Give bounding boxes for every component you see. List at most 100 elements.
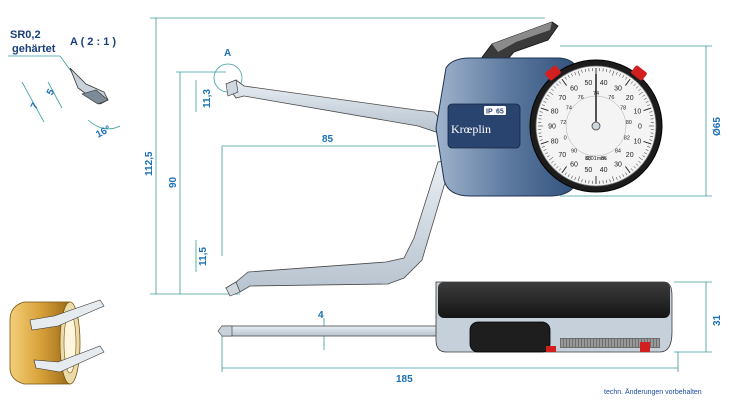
dial-tick bbox=[539, 139, 543, 141]
dial-tick bbox=[584, 179, 586, 184]
footer-note: techn. Änderungen vorbehalten bbox=[604, 388, 702, 396]
dial-tick bbox=[574, 177, 576, 181]
tip-base bbox=[81, 89, 109, 105]
dial-tick bbox=[622, 174, 625, 177]
dial-tick bbox=[649, 139, 653, 141]
dial-inner-label: 76 bbox=[578, 95, 584, 101]
dial-inner-label: 0 bbox=[564, 136, 567, 142]
dial-tick bbox=[551, 88, 554, 92]
dim-line bbox=[21, 81, 45, 123]
dial-tick bbox=[649, 136, 654, 138]
tip-detail: SR0,2 gehärtet A ( 2 : 1 ) 5 7 16° bbox=[8, 29, 121, 141]
dial-tick bbox=[606, 68, 608, 73]
dial-inner-label: 80 bbox=[626, 120, 632, 126]
detail-scale-label: A ( 2 : 1 ) bbox=[70, 36, 116, 48]
dim-line bbox=[47, 81, 63, 109]
dial-tick bbox=[645, 101, 649, 103]
dial-hub bbox=[591, 121, 601, 131]
dial-outer-label: 80 bbox=[551, 139, 559, 146]
dial-tick bbox=[541, 146, 545, 148]
ip-rating: IP bbox=[486, 109, 493, 116]
dimension-lines bbox=[150, 17, 712, 372]
dial-tick bbox=[638, 91, 644, 96]
dial-tick bbox=[548, 91, 554, 96]
dim-tip-upper: 11,3 bbox=[202, 89, 213, 108]
dial-outer-label: 40 bbox=[600, 80, 608, 87]
ring-arm-upper bbox=[29, 299, 105, 331]
ring-illustration bbox=[9, 299, 105, 385]
dial-tick bbox=[645, 149, 649, 151]
side-red-marker-left bbox=[546, 346, 556, 352]
side-arm bbox=[221, 325, 459, 337]
dial-tick bbox=[619, 175, 621, 179]
dial-tick bbox=[616, 177, 618, 181]
dial-tick bbox=[538, 114, 543, 116]
tip-dim-5: 5 bbox=[45, 87, 58, 97]
dial-tick bbox=[630, 168, 634, 171]
dial-tick bbox=[616, 71, 618, 75]
tip-dim-7: 7 bbox=[29, 101, 42, 111]
dim-body-thickness: 31 bbox=[712, 314, 723, 326]
dial-tick bbox=[545, 152, 548, 155]
dial-tick bbox=[612, 176, 615, 182]
dial-tick bbox=[609, 179, 611, 183]
dial-tick bbox=[551, 160, 554, 164]
dial-tick bbox=[625, 172, 628, 176]
side-view bbox=[217, 281, 673, 353]
dial-outer-label: 30 bbox=[614, 162, 622, 169]
dial-outer-label: 40 bbox=[600, 167, 608, 174]
tip-hardened-label: gehärtet bbox=[12, 43, 56, 55]
dial-outer-label: 50 bbox=[584, 80, 592, 87]
dial-inner-label: 78 bbox=[620, 105, 626, 111]
tolerance-marker-left bbox=[545, 65, 561, 81]
dial-tick bbox=[584, 68, 586, 73]
dial-tick bbox=[541, 104, 545, 106]
dial-outer-label: 10 bbox=[633, 139, 641, 146]
dial-tick bbox=[543, 101, 547, 103]
dial-tick bbox=[609, 69, 611, 73]
dial-tick bbox=[577, 176, 580, 182]
dial-tick bbox=[553, 86, 557, 89]
dial-outer-label: 90 bbox=[548, 124, 556, 131]
knurl-lines bbox=[561, 339, 659, 347]
dial-tick bbox=[546, 155, 550, 158]
dial-tick bbox=[644, 152, 647, 155]
dial-tick bbox=[577, 70, 580, 76]
side-red-marker-right bbox=[640, 342, 650, 352]
dial-tick bbox=[625, 78, 631, 86]
dial-tick bbox=[558, 168, 562, 171]
tip-radius-label: SR0,2 bbox=[10, 29, 41, 41]
dim-height-arm: 90 bbox=[168, 176, 179, 188]
dial-outer-label: 70 bbox=[558, 95, 566, 102]
dial-tick bbox=[561, 166, 567, 174]
dial-inner-label: 76 bbox=[608, 95, 614, 101]
angle-arc bbox=[87, 119, 121, 130]
brand-name: Krœplin bbox=[451, 122, 491, 136]
dial-tick bbox=[633, 83, 636, 87]
dim-length-total: 185 bbox=[396, 374, 413, 385]
dial-tick bbox=[539, 111, 543, 113]
dial-tick bbox=[561, 78, 567, 86]
dial-tick bbox=[647, 104, 651, 106]
side-clamp bbox=[469, 321, 551, 353]
dial-inner-label: 72 bbox=[560, 120, 566, 126]
dial-tick bbox=[540, 141, 549, 145]
dial-tick bbox=[581, 69, 583, 73]
dial-tick bbox=[543, 149, 547, 151]
ip-badge bbox=[484, 106, 506, 115]
dial-inner-label: 74 bbox=[566, 105, 572, 111]
dial-tick bbox=[638, 88, 641, 92]
side-bezel bbox=[438, 282, 670, 318]
dial-outer-label: 10 bbox=[633, 108, 641, 115]
dial-tick bbox=[581, 179, 583, 183]
dial-outer-label: 0 bbox=[638, 124, 642, 131]
dial-tick bbox=[633, 165, 636, 169]
dial-tick bbox=[649, 111, 653, 113]
dial-tick bbox=[638, 156, 644, 161]
dial-tick bbox=[635, 163, 639, 166]
dial-tick bbox=[548, 156, 554, 161]
dial-outer-label: 20 bbox=[626, 95, 634, 102]
dial-outer-label: 20 bbox=[626, 152, 634, 159]
dim-tip-lower: 11,5 bbox=[198, 247, 209, 266]
